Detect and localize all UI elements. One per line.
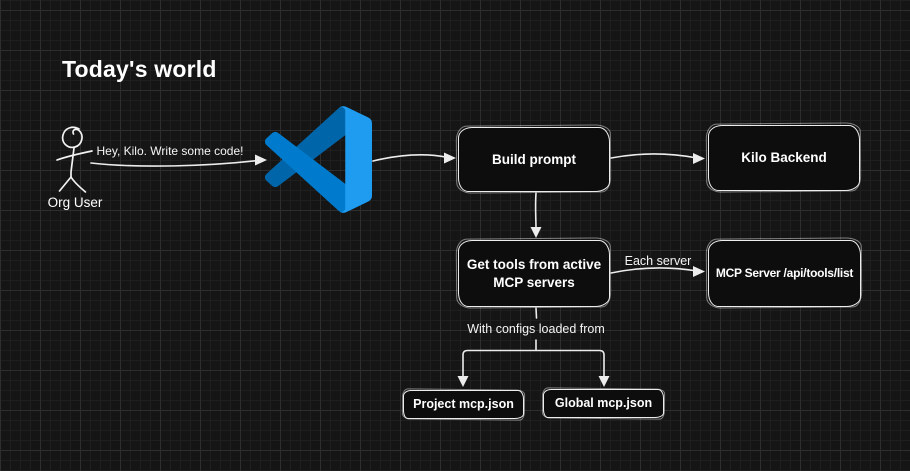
node-mcp-server[interactable]: MCP Server /api/tools/list xyxy=(708,240,861,307)
arrow-user-to-vscode xyxy=(90,159,259,167)
node-kilo-backend-label: Kilo Backend xyxy=(741,150,827,166)
arrow-vscode-to-build xyxy=(372,154,449,162)
org-user-actor[interactable]: Org User xyxy=(46,118,106,210)
arrowhead-to-project-mcp xyxy=(457,376,469,387)
arrow-build-to-kilo xyxy=(610,153,698,159)
stick-figure-icon xyxy=(56,126,93,193)
node-get-tools-label: Get tools from active MCP servers xyxy=(466,256,602,290)
node-build-prompt-label: Build prompt xyxy=(492,151,576,167)
edge-label-with-configs: With configs loaded from xyxy=(467,322,605,336)
vscode-logo-svg xyxy=(264,106,372,213)
vscode-logo-icon[interactable] xyxy=(264,106,372,213)
arrowhead-build-to-kilo xyxy=(693,153,705,164)
node-build-prompt[interactable]: Build prompt xyxy=(458,127,610,192)
arrow-gettools-to-mcpserver xyxy=(610,267,698,274)
line-gettools-down-stub xyxy=(535,307,538,319)
node-project-mcp-label: Project mcp.json xyxy=(413,397,514,412)
arrowhead-to-global-mcp xyxy=(598,376,610,387)
node-get-tools[interactable]: Get tools from active MCP servers xyxy=(458,240,610,307)
page-title: Today's world xyxy=(62,56,217,82)
edge-label-user-vscode: Hey, Kilo. Write some code! xyxy=(96,144,244,158)
arrowhead-vscode-to-build xyxy=(444,152,456,164)
node-kilo-backend[interactable]: Kilo Backend xyxy=(708,125,860,191)
actor-label: Org User xyxy=(47,195,103,210)
node-global-mcp-label: Global mcp.json xyxy=(554,396,653,411)
line-configs-split xyxy=(462,339,605,384)
edge-label-each-server: Each server xyxy=(624,254,692,268)
node-project-mcp[interactable]: Project mcp.json xyxy=(403,390,524,419)
node-global-mcp[interactable]: Global mcp.json xyxy=(543,389,664,418)
arrowhead-build-to-gettools xyxy=(530,227,542,238)
node-mcp-server-label: MCP Server /api/tools/list xyxy=(715,265,854,280)
